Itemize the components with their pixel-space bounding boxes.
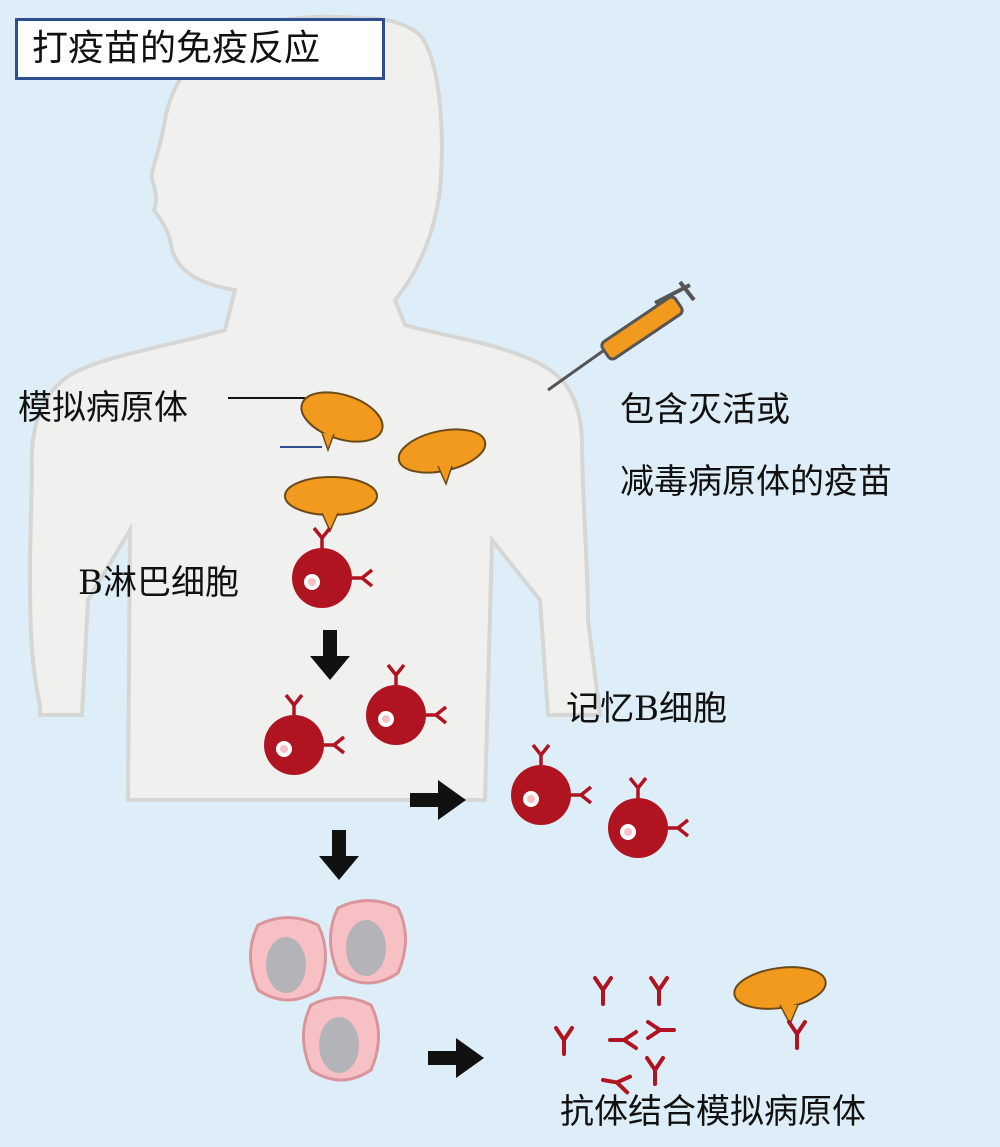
mock-pathogen: [733, 966, 827, 1026]
b-cell-label: B淋巴细胞: [78, 563, 239, 603]
antibody: [787, 1020, 807, 1050]
mock-pathogen: [284, 476, 378, 533]
antibody: [646, 1020, 676, 1040]
mock-pathogen-label: 模拟病原体: [18, 388, 188, 428]
vaccine-label-line2: 减毒病原体的疫苗: [620, 462, 892, 502]
mock-pathogen: [397, 428, 487, 487]
antibody: [645, 1056, 665, 1086]
down-arrow-icon: [319, 830, 359, 880]
memory-b-cell: [509, 743, 593, 827]
antibody: [601, 1074, 632, 1095]
title-box: 打疫苗的免疫反应: [15, 18, 385, 80]
vaccine-label-line1: 包含灭活或: [620, 390, 790, 430]
antibody: [593, 976, 613, 1006]
mock-pathogen: [300, 391, 384, 453]
syringe-icon: [547, 280, 696, 392]
plasma-cell: [249, 916, 327, 1002]
antibody: [649, 976, 669, 1006]
right-arrow-icon: [428, 1038, 484, 1078]
antibody: [554, 1026, 574, 1056]
page-title: 打疫苗的免疫反应: [32, 28, 321, 69]
plasma-cell: [302, 996, 380, 1082]
antibody-binding-label: 抗体结合模拟病原体: [560, 1092, 866, 1132]
memory-b-cell: [606, 776, 690, 860]
antibody: [608, 1030, 638, 1050]
memory-b-cell-label: 记忆B细胞: [566, 689, 727, 729]
plasma-cell: [329, 899, 407, 985]
